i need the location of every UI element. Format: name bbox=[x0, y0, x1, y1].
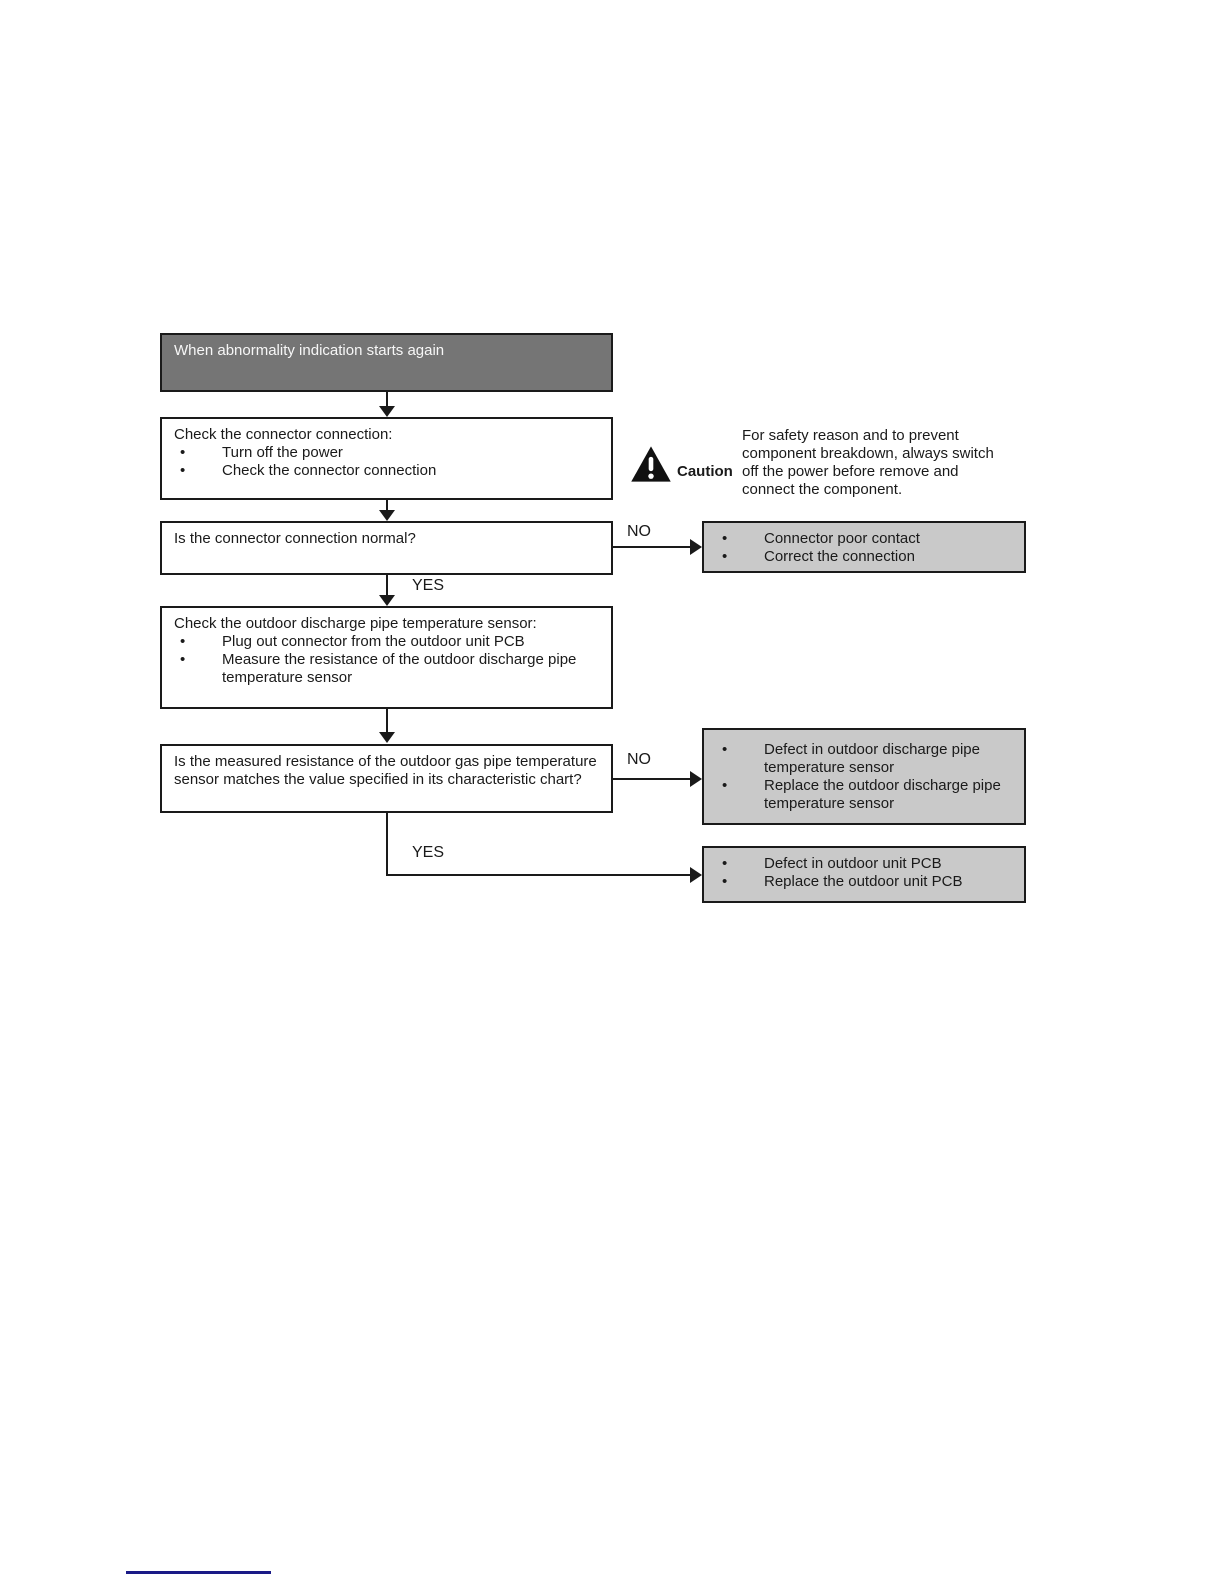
question-connector-normal-node: Is the connector connection normal? bbox=[160, 521, 613, 575]
list-item: Measure the resistance of the outdoor di… bbox=[174, 651, 599, 687]
arrow-down-icon bbox=[379, 732, 395, 743]
connector-arrow-line bbox=[386, 709, 388, 734]
result-pcb-list: Defect in outdoor unit PCB Replace the o… bbox=[716, 855, 1012, 891]
list-item: Turn off the power bbox=[174, 444, 599, 462]
arrow-down-icon bbox=[379, 510, 395, 521]
footer-rule bbox=[126, 1571, 271, 1574]
list-item: Defect in outdoor unit PCB bbox=[716, 855, 1012, 873]
list-item: Replace the outdoor unit PCB bbox=[716, 873, 1012, 891]
connector-arrow-line bbox=[386, 500, 388, 512]
question-resistance-match-text: Is the measured resistance of the outdoo… bbox=[174, 753, 597, 788]
yes-arrow-line bbox=[386, 813, 388, 876]
list-item: Plug out connector from the outdoor unit… bbox=[174, 633, 599, 651]
yes-arrow-line bbox=[386, 575, 388, 597]
check-sensor-title: Check the outdoor discharge pipe tempera… bbox=[174, 615, 537, 632]
yes-arrow-line bbox=[386, 874, 690, 876]
no-edge-label: NO bbox=[627, 523, 651, 540]
caution-label: Caution bbox=[677, 463, 733, 480]
caution-icon bbox=[631, 446, 671, 482]
arrow-right-icon bbox=[690, 539, 702, 555]
check-connector-list: Turn off the power Check the connector c… bbox=[174, 444, 599, 480]
result-pcb-node: Defect in outdoor unit PCB Replace the o… bbox=[702, 846, 1026, 903]
list-item: Connector poor contact bbox=[716, 530, 1012, 548]
check-sensor-list: Plug out connector from the outdoor unit… bbox=[174, 633, 599, 687]
start-node: When abnormality indication starts again bbox=[160, 333, 613, 392]
start-node-text: When abnormality indication starts again bbox=[174, 342, 445, 359]
caution-text: For safety reason and to prevent compone… bbox=[742, 427, 994, 498]
result-connector-node: Connector poor contact Correct the conne… bbox=[702, 521, 1026, 573]
result-sensor-list: Defect in outdoor discharge pipe tempera… bbox=[716, 741, 1012, 813]
yes-edge-label: YES bbox=[412, 577, 445, 594]
check-connector-node: Check the connector connection: Turn off… bbox=[160, 417, 613, 500]
check-sensor-node: Check the outdoor discharge pipe tempera… bbox=[160, 606, 613, 709]
no-arrow-line bbox=[613, 546, 691, 548]
list-item: Replace the outdoor discharge pipe tempe… bbox=[716, 777, 1012, 813]
arrow-right-icon bbox=[690, 771, 702, 787]
arrow-down-icon bbox=[379, 595, 395, 606]
list-item: Correct the connection bbox=[716, 548, 1012, 566]
list-item: Defect in outdoor discharge pipe tempera… bbox=[716, 741, 1012, 777]
no-edge-label: NO bbox=[627, 751, 651, 768]
result-connector-list: Connector poor contact Correct the conne… bbox=[716, 530, 1012, 566]
result-sensor-node: Defect in outdoor discharge pipe tempera… bbox=[702, 728, 1026, 825]
no-arrow-line bbox=[613, 778, 691, 780]
check-connector-title: Check the connector connection: bbox=[174, 426, 393, 443]
list-item: Check the connector connection bbox=[174, 462, 599, 480]
question-resistance-match-node: Is the measured resistance of the outdoo… bbox=[160, 744, 613, 813]
arrow-right-icon bbox=[690, 867, 702, 883]
yes-edge-label: YES bbox=[412, 844, 445, 861]
arrow-down-icon bbox=[379, 406, 395, 417]
question-connector-normal-text: Is the connector connection normal? bbox=[174, 530, 416, 547]
connector-arrow-line bbox=[386, 392, 388, 408]
